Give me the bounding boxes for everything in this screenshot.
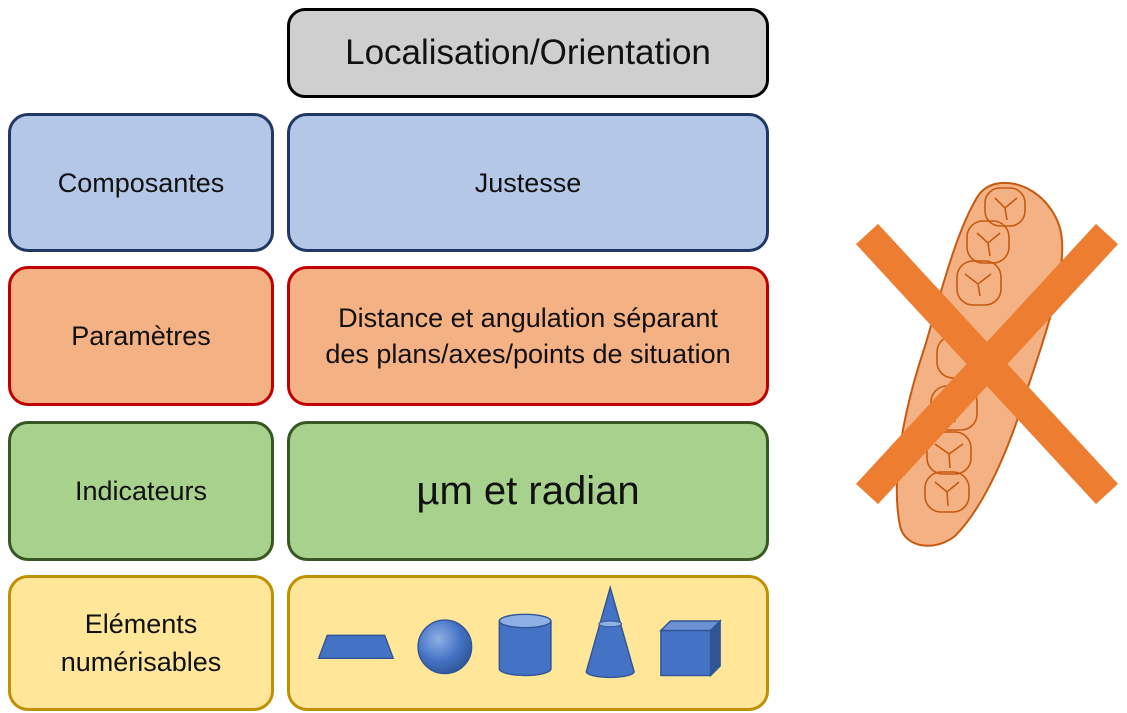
parametres-label: Paramètres xyxy=(71,321,211,351)
elements-label: Eléments numérisables xyxy=(60,609,222,677)
indicateurs-label: Indicateurs xyxy=(74,476,208,506)
composantes-label: Composantes xyxy=(57,167,225,198)
header-title: Localisation/Orientation xyxy=(345,33,711,72)
cylinder-icon xyxy=(498,613,552,677)
composantes-value: Justesse xyxy=(474,167,582,198)
geometric-shapes xyxy=(317,584,722,679)
parametres-value-box: Distance et angulation séparant des plan… xyxy=(287,266,769,406)
indicateurs-value-box: µm et radian xyxy=(287,421,769,561)
elements-label-box: Eléments numérisables xyxy=(8,575,274,711)
header-box: Localisation/Orientation xyxy=(287,8,769,98)
sphere-icon xyxy=(417,619,473,675)
cube-icon xyxy=(659,619,722,678)
parametres-label-box: Paramètres xyxy=(8,266,274,406)
trapezoid-icon xyxy=(317,634,395,660)
elements-shapes-box xyxy=(287,575,769,711)
indicateurs-value: µm et radian xyxy=(416,468,640,513)
crossed-out-dental-arch-icon xyxy=(855,181,1119,547)
parametres-value: Distance et angulation séparant des plan… xyxy=(325,303,731,369)
cone-icon xyxy=(585,584,635,679)
composantes-value-box: Justesse xyxy=(287,113,769,252)
cross-icon xyxy=(855,223,1119,505)
indicateurs-label-box: Indicateurs xyxy=(8,421,274,561)
composantes-label-box: Composantes xyxy=(8,113,274,252)
